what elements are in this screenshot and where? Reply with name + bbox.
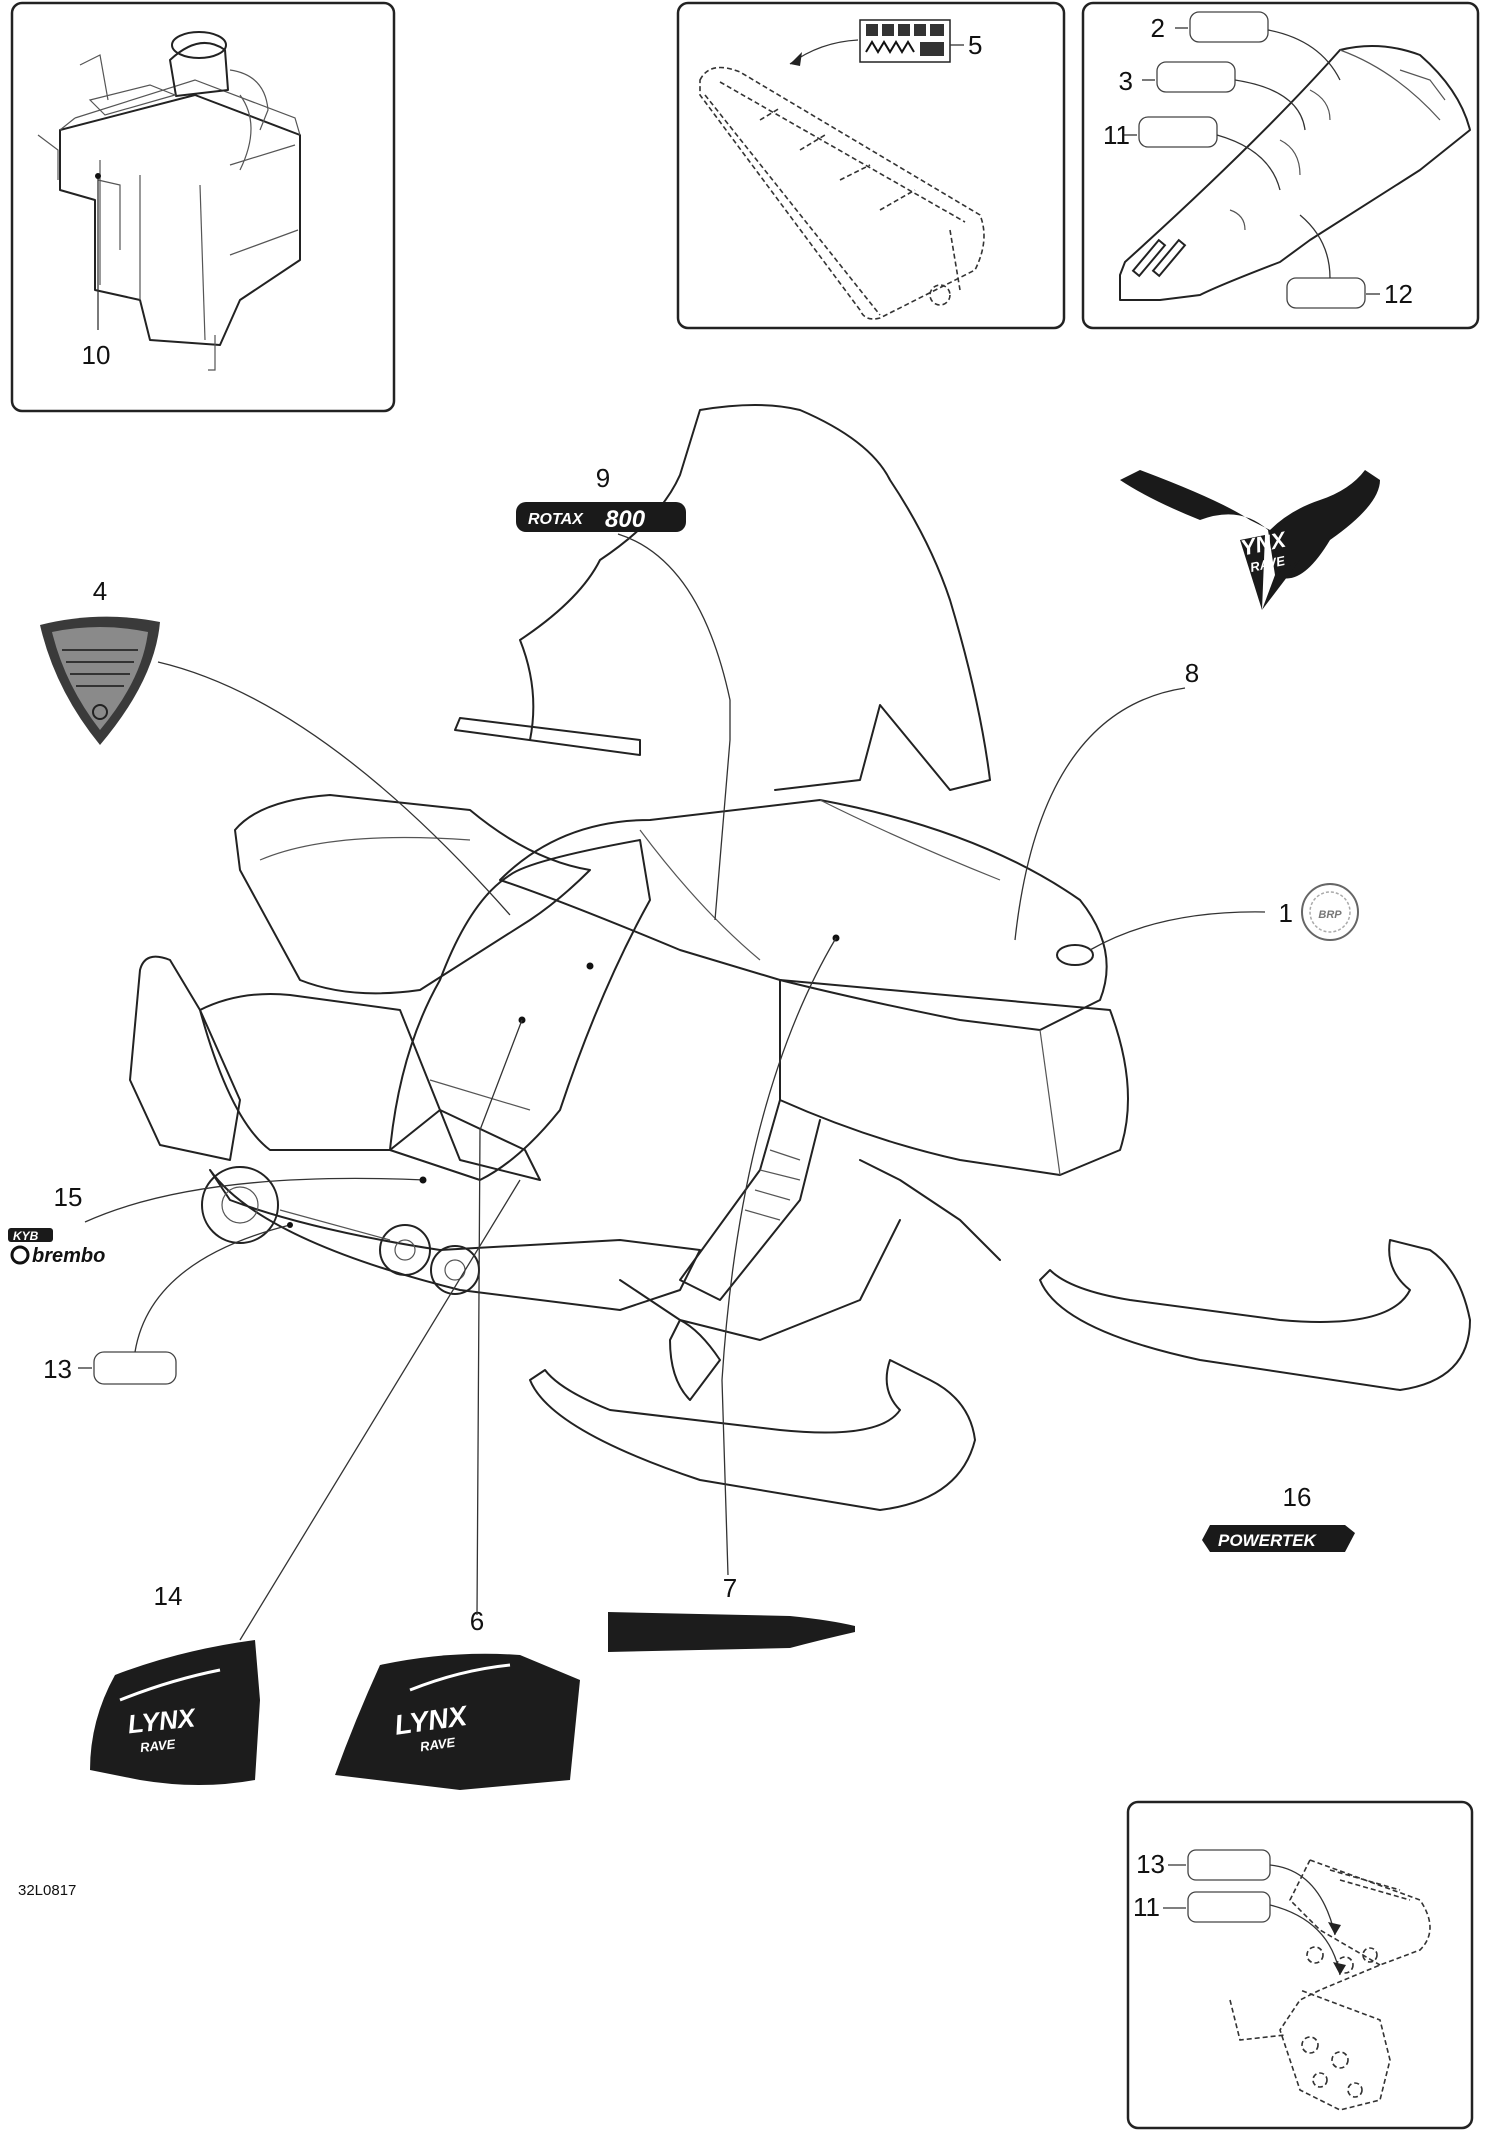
- decal-rotax-800: ROTAX 800: [516, 502, 686, 533]
- callout-11-footrest: 11: [1133, 1892, 1160, 1922]
- callout-16: 16: [1283, 1482, 1312, 1512]
- footrest-drawing: [1229, 1859, 1431, 2111]
- svg-text:RAVE: RAVE: [419, 1735, 456, 1755]
- fuel-tank-drawing: [37, 31, 301, 371]
- callout-13-main: 13: [43, 1354, 72, 1384]
- decal-strip-7: [608, 1612, 855, 1652]
- callout-5: 5: [968, 30, 982, 60]
- inset-panel-seat: 5: [676, 1, 1066, 330]
- svg-text:RAVE: RAVE: [139, 1736, 176, 1755]
- decal-lynx-hood: LYNX RAVE: [1120, 470, 1380, 610]
- fender-drawing: [1119, 45, 1471, 301]
- callout-12: 12: [1384, 279, 1413, 309]
- inset-panel-fender: 2 3 11 12: [1081, 1, 1480, 330]
- callout-15: 15: [54, 1182, 83, 1212]
- callout-6: 6: [470, 1606, 484, 1636]
- callout-13-footrest: 13: [1136, 1849, 1165, 1879]
- decal-kyb-brembo: KYB brembo: [8, 1228, 105, 1267]
- decal-kyb: KYB: [13, 1229, 39, 1243]
- callout-2: 2: [1151, 13, 1165, 43]
- svg-text:BRP: BRP: [1318, 909, 1342, 921]
- warning-label-icon: [859, 19, 951, 63]
- inset-panel-fuel-tank: 10: [10, 1, 396, 413]
- callout-11-fender: 11: [1103, 120, 1130, 150]
- brp-logo-icon: BRP: [1301, 883, 1359, 941]
- decal-lynx-side-14: LYNX RAVE: [90, 1640, 260, 1785]
- callout-7: 7: [723, 1573, 737, 1603]
- seat-drawing: [699, 66, 985, 320]
- decal-lynx-sub: RAVE: [1249, 553, 1287, 575]
- callout-3: 3: [1119, 66, 1133, 96]
- decal-lynx-side-6: LYNX RAVE: [335, 1653, 580, 1790]
- svg-text:LYNX: LYNX: [126, 1702, 198, 1739]
- decal-brembo: brembo: [32, 1245, 105, 1267]
- decal-rotax-word: ROTAX: [528, 511, 584, 528]
- callout-9: 9: [596, 463, 610, 493]
- decal-warning-shield: [40, 616, 160, 745]
- decal-powertek-text: POWERTEK: [1218, 1531, 1318, 1550]
- decal-rotax-number: 800: [605, 506, 646, 533]
- decal-powertek: POWERTEK: [1202, 1525, 1355, 1552]
- snowmobile-drawing: [129, 404, 1471, 1511]
- callout-8: 8: [1185, 658, 1199, 688]
- callout-14: 14: [154, 1581, 183, 1611]
- inset-panel-footrest: 13 11: [1126, 1800, 1474, 2130]
- callout-10: 10: [82, 340, 111, 370]
- callout-1: 1: [1279, 898, 1293, 928]
- callout-4: 4: [93, 576, 107, 606]
- figure-code: 32L0817: [18, 1882, 76, 1899]
